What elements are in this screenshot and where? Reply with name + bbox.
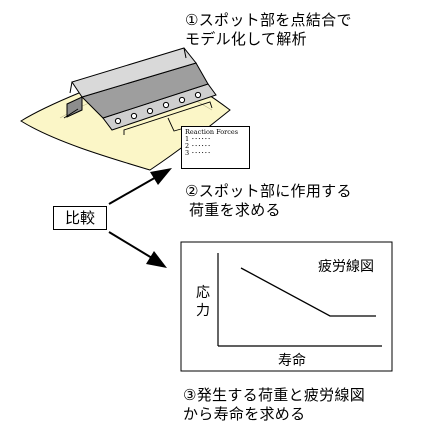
ylabel-line2: 力 bbox=[196, 303, 210, 319]
part-back-wall bbox=[69, 47, 187, 94]
reaction-forces-box: Reaction Forces 1 ･･････ 2 ･･････ 3 ････… bbox=[181, 126, 250, 169]
step1-line1: ①スポット部を点結合で bbox=[185, 11, 352, 29]
arrow-icon-2 bbox=[108, 231, 167, 268]
spot-weld-3 bbox=[146, 107, 154, 115]
ylabel-line1: 応 bbox=[196, 285, 210, 301]
reaction-forces-row-3: 3 ･･････ bbox=[185, 149, 211, 157]
step3-line1: ③発生する荷重と疲労線図 bbox=[183, 386, 366, 404]
fatigue-chart-title: 疲労線図 bbox=[318, 259, 374, 275]
reaction-forces-title: Reaction Forces bbox=[185, 128, 239, 136]
weld-bracket bbox=[123, 101, 213, 135]
spot-weld-icon bbox=[114, 91, 202, 125]
step1-line2: モデル化して解析 bbox=[185, 30, 307, 48]
arrow-icon bbox=[108, 168, 172, 205]
fatigue-chart-axes bbox=[217, 253, 382, 347]
spot-weld-2 bbox=[130, 112, 138, 120]
fatigue-chart-frame bbox=[180, 241, 393, 372]
reaction-forces-row-2: 2 ･･････ bbox=[185, 142, 211, 150]
step2-caption: ②スポット部に作用する 荷重を求める bbox=[185, 182, 352, 220]
spot-weld-1 bbox=[114, 117, 122, 125]
spot-weld-4 bbox=[162, 101, 170, 109]
step3-caption: ③発生する荷重と疲労線図 から寿命を求める bbox=[183, 386, 365, 424]
step2-line1: ②スポット部に作用する bbox=[185, 182, 352, 200]
fatigue-chart-xlabel: 寿命 bbox=[278, 353, 306, 369]
fatigue-chart-ylabel: 応 力 bbox=[195, 284, 211, 320]
step3-line2: から寿命を求める bbox=[183, 405, 306, 423]
step2-line2: 荷重を求める bbox=[189, 201, 281, 219]
step1-caption: ①スポット部を点結合で モデル化して解析 bbox=[185, 11, 352, 49]
spot-weld-5 bbox=[178, 96, 186, 104]
part-end-face bbox=[66, 96, 83, 118]
spot-weld-6 bbox=[194, 91, 202, 99]
reaction-forces-row-1: 1 ･･････ bbox=[185, 135, 211, 143]
compare-box: 比較 bbox=[53, 206, 107, 230]
sheet-edge-line bbox=[63, 108, 79, 119]
sn-curve-line bbox=[240, 267, 376, 317]
